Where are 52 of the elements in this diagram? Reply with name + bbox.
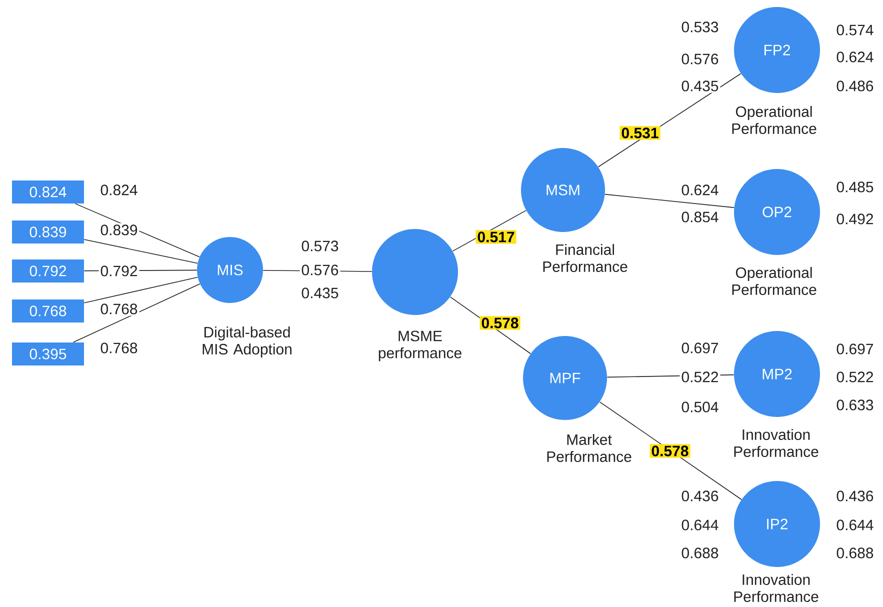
indicator-box: 0.768 <box>12 299 84 322</box>
node-caption: Innovation Performance <box>734 428 818 457</box>
loading-value: 0.839 <box>98 223 140 237</box>
loading-value: 0.768 <box>98 302 140 316</box>
indicator-box: 0.792 <box>12 259 84 282</box>
indicator-box: 0.824 <box>12 180 84 204</box>
loading-value: 0.486 <box>834 79 876 93</box>
construct-circle <box>372 228 458 315</box>
loading-value: 0.533 <box>680 20 720 34</box>
loading-value: 0.824 <box>98 183 140 197</box>
loading-value: 0.624 <box>834 50 876 64</box>
path-line <box>84 276 198 304</box>
node-caption: Operational Performance <box>732 266 816 295</box>
loading-value: 0.576 <box>680 52 720 66</box>
node-caption: Innovation Performance <box>734 574 818 602</box>
loading-value: 0.854 <box>680 210 720 224</box>
loading-value: 0.435 <box>680 79 720 93</box>
path-coefficient: 0.531 <box>620 126 660 140</box>
loading-value: 0.688 <box>680 546 720 560</box>
path-line <box>72 284 200 343</box>
path-coefficient: 0.517 <box>476 230 516 244</box>
path-coefficient: 0.578 <box>650 444 690 458</box>
loading-value: 0.492 <box>834 212 876 226</box>
loading-value: 0.436 <box>680 489 720 503</box>
indicator-box: 0.395 <box>12 342 84 366</box>
loading-value: 0.504 <box>680 400 720 414</box>
indicator-box: 0.839 <box>12 220 84 244</box>
loading-value: 0.688 <box>834 546 876 560</box>
node-caption: MSME performance <box>378 330 462 362</box>
loading-value: 0.633 <box>834 398 876 412</box>
loading-value: 0.644 <box>834 518 876 532</box>
loading-value: 0.435 <box>300 286 340 300</box>
node-caption: Financial Performance <box>543 244 628 272</box>
path-line <box>604 194 734 208</box>
node-caption: Market Performance <box>547 434 632 462</box>
loading-value: 0.624 <box>680 183 720 197</box>
loading-value: 0.485 <box>834 180 876 194</box>
loading-value: 0.697 <box>834 342 876 356</box>
loading-value: 0.697 <box>680 341 720 355</box>
loading-value: 0.436 <box>834 489 876 503</box>
loading-value: 0.573 <box>300 239 340 253</box>
loading-value: 0.644 <box>680 518 720 532</box>
loading-value: 0.522 <box>834 370 876 384</box>
loading-value: 0.576 <box>300 263 340 277</box>
loading-value: 0.768 <box>98 341 140 355</box>
path-line <box>84 239 198 264</box>
node-caption: Digital-based MIS Adoption <box>202 326 292 358</box>
loading-value: 0.522 <box>680 370 720 384</box>
node-caption: Operational Performance <box>732 106 816 134</box>
path-coefficient: 0.578 <box>480 316 520 330</box>
loading-value: 0.574 <box>834 23 876 37</box>
loading-value: 0.792 <box>98 264 140 278</box>
